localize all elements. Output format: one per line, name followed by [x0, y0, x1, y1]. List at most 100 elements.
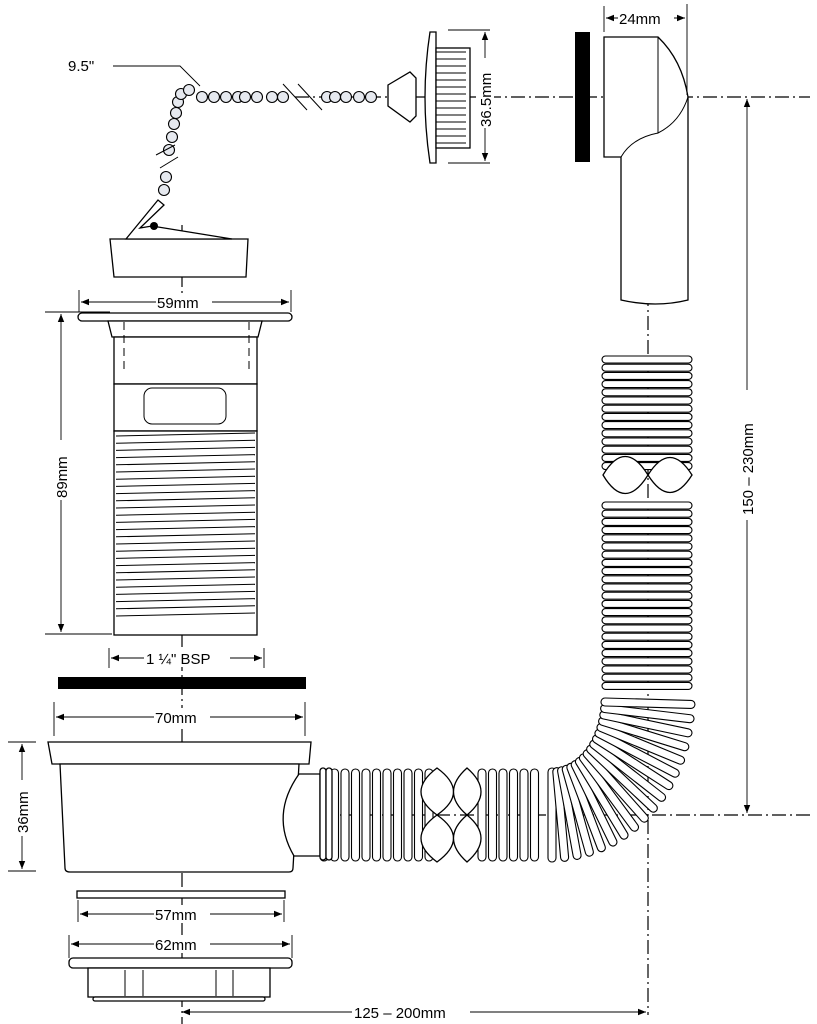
chain-bead [169, 106, 183, 120]
hose-rib [566, 762, 606, 853]
hose-rib [601, 429, 693, 438]
hose-rib [601, 632, 693, 641]
hose-break-vertical [602, 456, 693, 494]
hose-rib [382, 768, 392, 862]
chain-bead [219, 90, 233, 104]
trap-height-dimension: 36mm [8, 741, 36, 872]
thread-line [115, 554, 256, 559]
thread-line [115, 518, 256, 523]
hose-rib [350, 768, 361, 862]
chain-length-leader: 9.5" [68, 58, 201, 87]
thread-line [115, 526, 256, 531]
hose-rib [596, 722, 686, 765]
hose-rib [589, 739, 667, 802]
waste-length-dimension: 89mm [45, 311, 112, 635]
hose-rib [601, 412, 693, 421]
thread-line [115, 490, 256, 495]
thread-line [115, 547, 256, 552]
chain-bead [207, 90, 221, 104]
chain-bead [238, 90, 252, 104]
chain-bead [339, 90, 353, 104]
hose-rib [598, 716, 690, 752]
hose-rib [561, 764, 594, 857]
hose-rib [371, 768, 382, 862]
hose-rib [601, 526, 693, 535]
backnut [68, 957, 293, 1002]
overflow-gasket [575, 32, 590, 162]
hose-rib [552, 767, 570, 862]
thread-line [115, 511, 256, 516]
hose-rib [529, 768, 540, 862]
hose-rib [519, 768, 529, 862]
chain-bead [167, 117, 181, 131]
hose-rib [578, 753, 640, 832]
overflow-thread-label: 36.5mm [478, 73, 495, 127]
trap-body [47, 741, 333, 873]
thread-line [115, 605, 256, 610]
hose-rib [557, 766, 582, 860]
hose-rib [601, 517, 693, 526]
hose-rib [601, 567, 693, 576]
washer-dimension: 57mm [77, 900, 285, 924]
backnut-label: 62mm [155, 937, 197, 954]
chain-bead [276, 90, 290, 104]
hose-break-horizontal [420, 767, 482, 863]
thread-line [115, 439, 256, 444]
chain-bead [159, 170, 173, 184]
hose-rib [601, 509, 693, 518]
hose-rib [340, 768, 350, 862]
hose-rib [601, 380, 693, 389]
hose-rib [601, 363, 693, 372]
plug [109, 199, 249, 278]
thread-line [115, 454, 256, 459]
horizontal-offset-label: 125 – 200mm [354, 1005, 446, 1022]
hose-rib [601, 681, 693, 690]
thread-line [115, 446, 256, 451]
hose-rib [601, 665, 693, 674]
thread-line [115, 576, 256, 581]
hose-rib [498, 768, 508, 862]
waste-length-label: 89mm [54, 456, 71, 498]
center-lines [172, 96, 810, 1024]
hose-rib [601, 649, 693, 658]
hose-rib [601, 640, 693, 649]
trap-dimension-70: 70mm [53, 702, 306, 736]
hose-rib [600, 697, 696, 709]
hose-rib [601, 616, 693, 625]
basin-gasket [58, 677, 306, 689]
vertical-offset-dimension: 150 – 230mm [737, 99, 757, 813]
hose-rib [403, 768, 413, 862]
thread-line [115, 590, 256, 595]
hose-rib [601, 550, 693, 559]
hose-rib [601, 371, 693, 380]
hose-rib [601, 575, 693, 584]
thread-line [115, 540, 256, 545]
chain-bead [352, 90, 366, 104]
trap-top-label: 70mm [155, 710, 197, 727]
thread-line [115, 583, 256, 588]
chain-break-marks [155, 83, 323, 169]
vertical-offset-label: 150 – 230mm [740, 423, 757, 515]
overflow-cover [603, 36, 689, 305]
chain-bead [265, 90, 279, 104]
thread-line [115, 432, 256, 437]
thread-line [115, 562, 256, 567]
hose-rib [600, 703, 695, 724]
hose-rib [601, 404, 693, 413]
hose-rib [601, 657, 693, 666]
hose-rib [392, 768, 403, 862]
washer [76, 890, 286, 899]
thread-size-dimension: 1 ¼" BSP [108, 648, 265, 668]
chain [157, 83, 378, 197]
hose-rib [601, 501, 693, 510]
hose-rib [487, 768, 498, 862]
hose-rib [601, 542, 693, 551]
hose-rib [601, 421, 693, 430]
horizontal-offset-dimension: 125 – 200mm [182, 1003, 646, 1022]
chain-bead [165, 130, 179, 144]
thread-line [115, 475, 256, 480]
hose-rib [601, 558, 693, 567]
washer-label: 57mm [155, 907, 197, 924]
waste-body [77, 312, 293, 636]
